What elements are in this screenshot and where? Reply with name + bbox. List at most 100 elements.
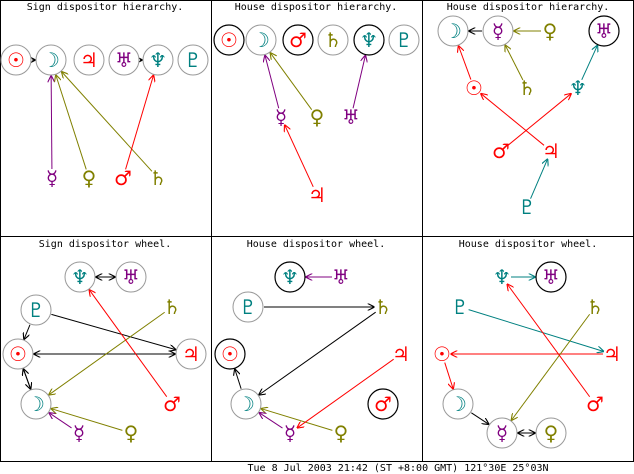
planet-node-jupiter: ♃ (175, 338, 207, 370)
planet-ring (0, 44, 32, 76)
planet-node-sun: ☉ (214, 338, 246, 370)
planet-node-venus: ♀ (124, 421, 139, 445)
planet-node-pluto: ♇ (388, 24, 420, 56)
planet-node-mars: ♂ (367, 388, 399, 420)
mercury-icon: ☿ (46, 166, 58, 190)
planet-ring (177, 44, 209, 76)
planet-ring (535, 417, 567, 449)
dispositor-arrow-jupiter-to-mercury (297, 358, 394, 428)
planet-ring (388, 24, 420, 56)
planet-node-pluto: ♇ (177, 44, 209, 76)
uranus-icon: ♅ (342, 105, 360, 129)
dispositor-arrow-venus-to-moon (56, 75, 87, 170)
moon-icon: ☽ (449, 392, 467, 416)
mercury-icon: ☿ (492, 19, 504, 43)
saturn-icon: ♄ (518, 76, 536, 100)
moon-icon: ☽ (444, 19, 462, 43)
planet-node-moon: ☽ (442, 388, 474, 420)
planet-node-sun: ☉ (433, 342, 451, 366)
dispositor-arrow-pluto-to-jupiter (468, 309, 604, 352)
moon-icon: ☽ (27, 392, 45, 416)
planet-node-saturn: ♄ (374, 295, 392, 319)
mercury-icon: ☿ (496, 421, 508, 445)
dispositor-arrow-venus-to-moon (261, 409, 333, 431)
moon-icon: ☽ (42, 48, 60, 72)
uranus-icon: ♅ (115, 48, 133, 72)
planet-ring (232, 291, 264, 323)
final-dispositor-ring (588, 15, 620, 47)
planet-ring (20, 388, 52, 420)
sun-icon: ☉ (9, 342, 27, 366)
mars-icon: ♂ (289, 28, 307, 52)
planet-node-neptune: ♆ (274, 261, 306, 293)
footer-datetime-location: Tue 8 Jul 2003 21:42 (ST +8:00 GMT) 121°… (247, 463, 548, 474)
planet-node-moon: ☽ (35, 44, 67, 76)
planet-node-neptune: ♆ (64, 261, 96, 293)
jupiter-icon: ♃ (80, 48, 98, 72)
moon-icon: ☽ (252, 28, 270, 52)
neptune-icon: ♆ (360, 28, 378, 52)
planet-node-venus: ♀ (535, 417, 567, 449)
planet-ring (115, 261, 147, 293)
uranus-icon: ♅ (542, 265, 560, 289)
uranus-icon: ♅ (595, 19, 613, 43)
dispositor-arrow-saturn-to-moon (62, 72, 153, 172)
venus-icon: ♀ (334, 421, 349, 445)
jupiter-icon: ♃ (392, 342, 410, 366)
mars-icon: ♂ (163, 392, 181, 416)
planet-node-neptune: ♆ (353, 24, 385, 56)
sun-icon: ☉ (7, 48, 25, 72)
dispositor-arrow-jupiter-to-mercury (285, 125, 314, 188)
dispositor-arrow-venus-to-moon (51, 409, 123, 431)
planet-node-neptune: ♆ (142, 44, 174, 76)
planet-node-sun: ☉ (2, 338, 34, 370)
planet-ring (73, 44, 105, 76)
panel-title-4: Sign dispositor wheel. (39, 239, 171, 250)
final-dispositor-ring (535, 261, 567, 293)
planet-node-pluto: ♇ (518, 195, 536, 219)
uranus-icon: ♅ (122, 265, 140, 289)
planet-ring (2, 338, 34, 370)
planet-node-mercury: ☿ (275, 105, 287, 129)
planet-node-venus: ♀ (334, 421, 349, 445)
planet-ring (230, 388, 262, 420)
neptune-icon: ♆ (149, 48, 167, 72)
planet-node-venus: ♀ (82, 166, 97, 190)
planet-ring (317, 24, 349, 56)
pluto-icon: ♇ (27, 298, 45, 322)
planet-node-moon: ☽ (245, 24, 277, 56)
dispositor-arrow-pluto-to-jupiter (51, 313, 175, 349)
moon-icon: ☽ (237, 392, 255, 416)
mercury-icon: ☿ (73, 421, 85, 445)
venus-icon: ♀ (544, 421, 559, 445)
planet-node-sun: ☉ (0, 44, 32, 76)
saturn-icon: ♄ (586, 295, 604, 319)
dispositor-arrow-mars-to-neptune (507, 94, 571, 146)
planet-node-uranus: ♅ (535, 261, 567, 293)
planet-ring (108, 44, 140, 76)
final-dispositor-ring (282, 24, 314, 56)
dispositor-arrow-saturn-to-moon (49, 311, 165, 394)
dispositor-arrow-sun-to-moon (444, 362, 453, 389)
planet-ring (442, 388, 474, 420)
planet-node-moon: ☽ (437, 15, 469, 47)
planet-node-mars: ♂ (163, 392, 181, 416)
sun-icon: ☉ (433, 342, 451, 366)
planet-node-neptune: ♆ (569, 76, 587, 100)
saturn-icon: ♄ (374, 295, 392, 319)
planet-node-moon: ☽ (20, 388, 52, 420)
mercury-icon: ☿ (284, 421, 296, 445)
planet-node-sun: ☉ (213, 24, 245, 56)
planet-node-jupiter: ♃ (73, 44, 105, 76)
planet-node-uranus: ♅ (342, 105, 360, 129)
dispositor-arrow-jupiter-to-sun (481, 94, 545, 146)
neptune-icon: ♆ (569, 76, 587, 100)
mars-icon: ♂ (374, 392, 392, 416)
dispositor-arrow-mercury-to-moon (49, 413, 72, 429)
dispositor-arrow-pluto-to-jupiter (530, 159, 548, 199)
sun-icon: ☉ (221, 342, 239, 366)
planet-node-jupiter: ♃ (542, 139, 560, 163)
planet-node-pluto: ♇ (20, 294, 52, 326)
venus-icon: ♀ (310, 105, 325, 129)
